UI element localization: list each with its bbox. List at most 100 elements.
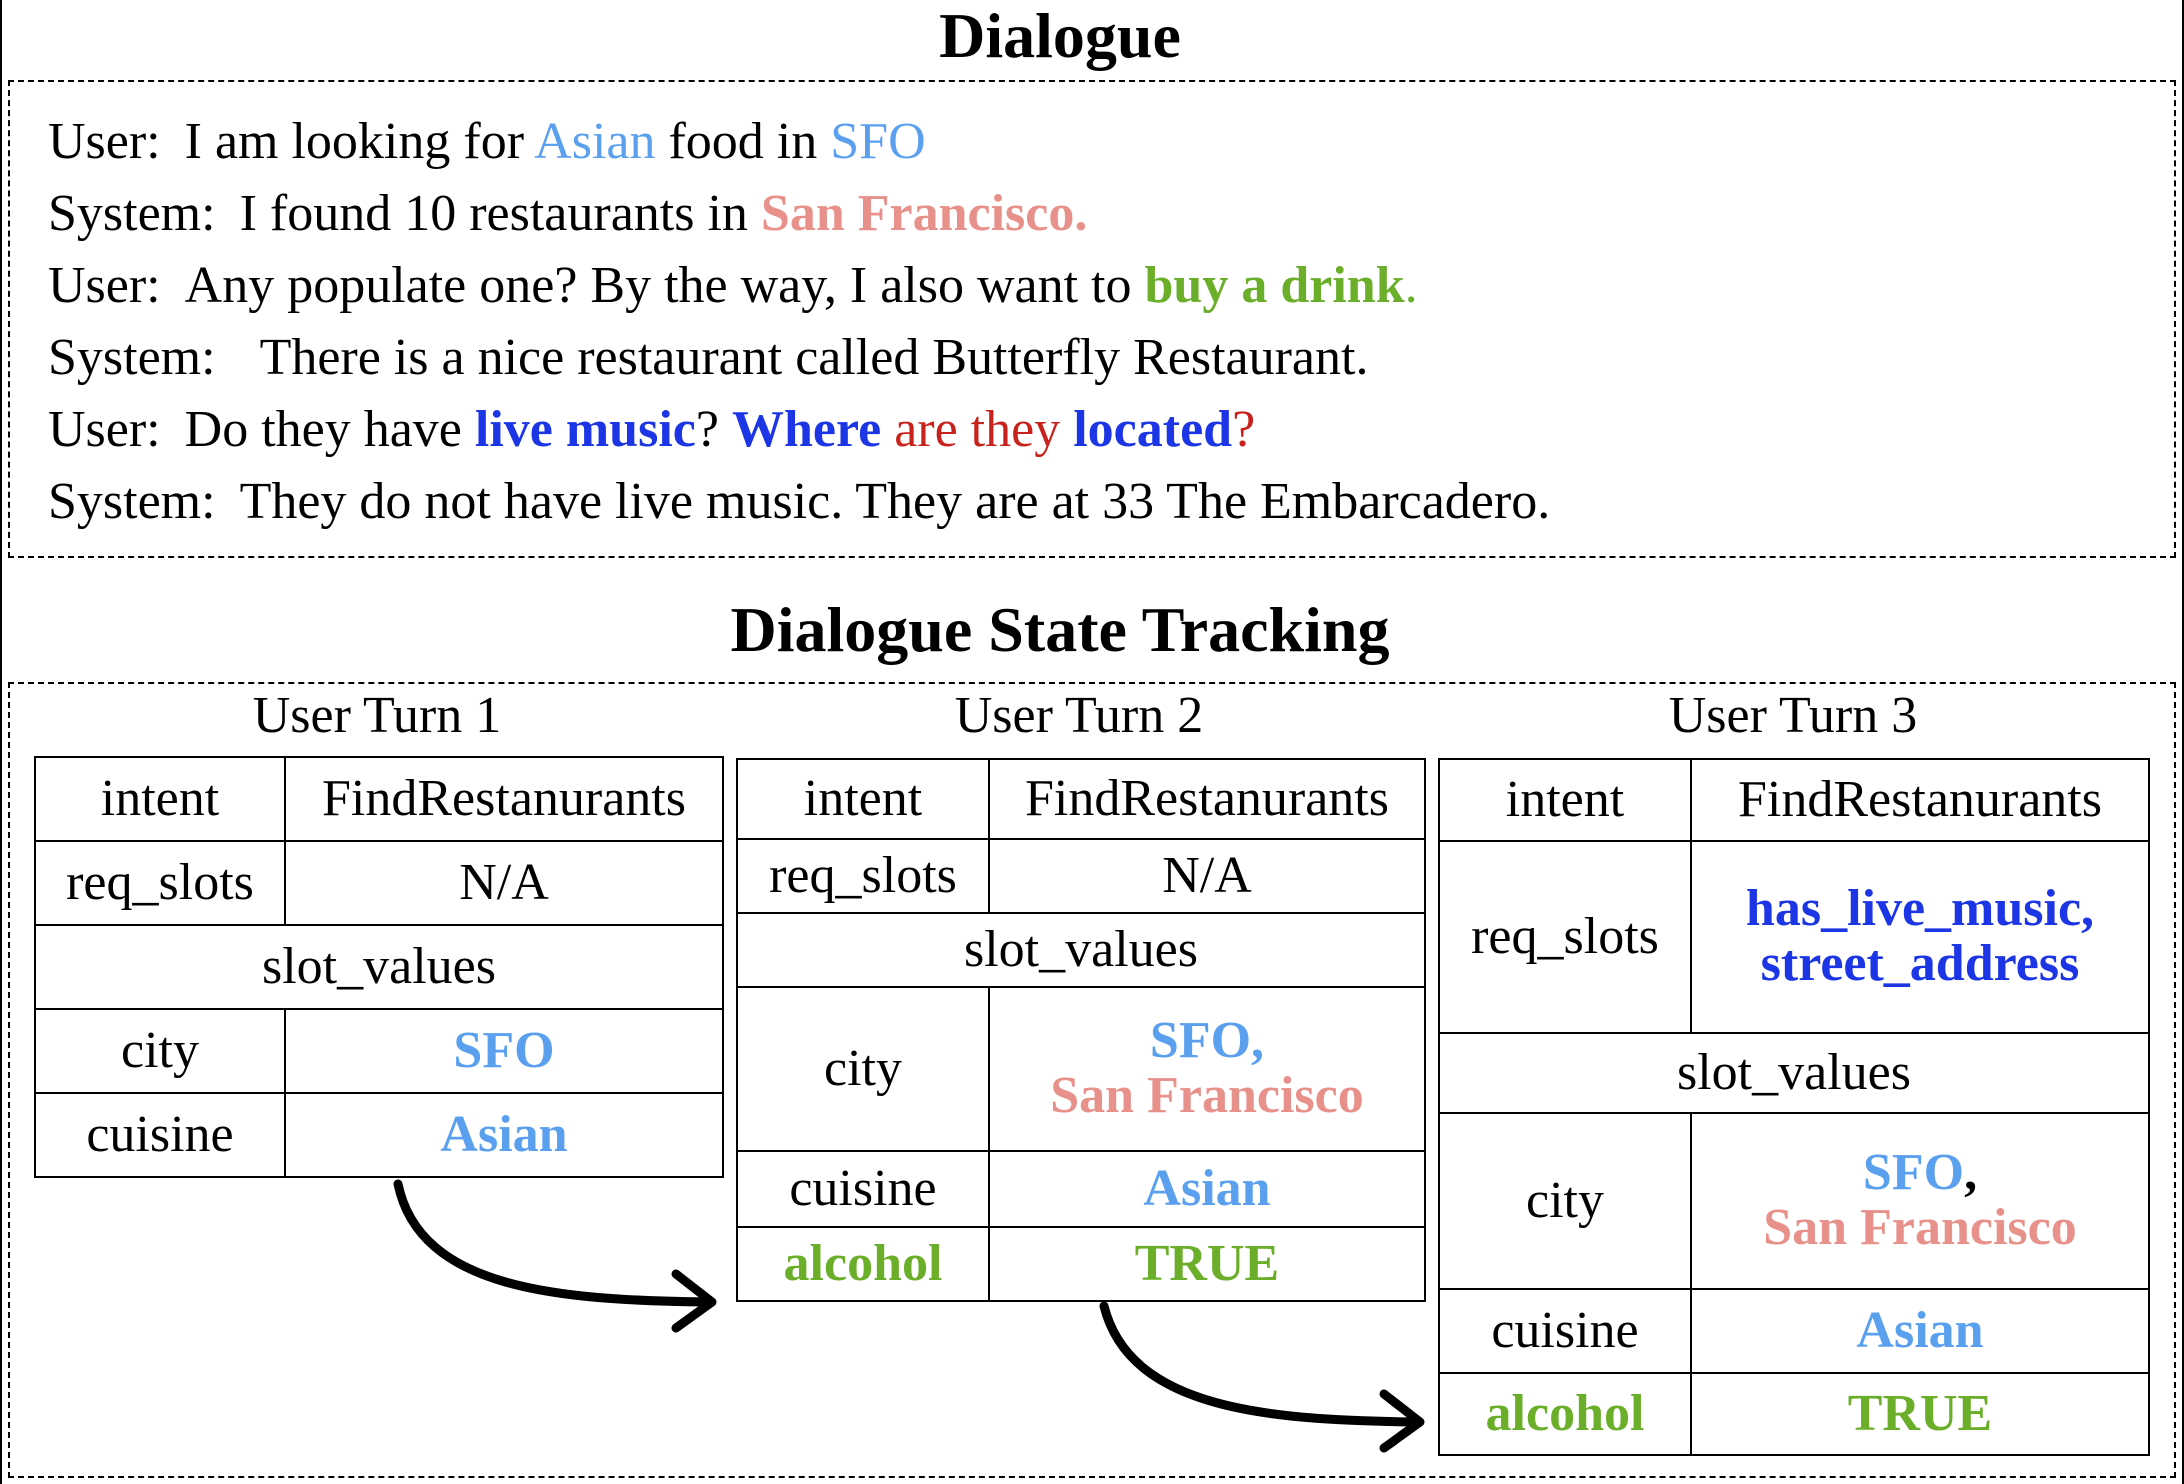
table-row: city SFO, San Francisco: [1438, 1112, 2150, 1290]
turn-label-1: User Turn 1: [252, 687, 502, 744]
key-city: city: [34, 1008, 286, 1094]
speaker-label: User:: [48, 113, 161, 170]
frame-left-edge: [0, 0, 2, 1484]
value-req-slots: has_live_music, street_address: [1690, 840, 2150, 1034]
highlighted-phrase: Asian: [534, 113, 656, 170]
utterance-text: I found 10 restaurants in San Francisco.: [240, 185, 1088, 242]
plain-phrase: I am looking for: [184, 113, 535, 170]
req-slot-street-address: street_address: [1760, 935, 2080, 992]
highlighted-phrase: SFO: [830, 113, 926, 170]
dialogue-line: System: There is a nice restaurant called…: [48, 332, 1368, 384]
key-alcohol: alcohol: [1438, 1372, 1692, 1456]
slot-values-header: slot_values: [1438, 1032, 2150, 1114]
key-req-slots: req_slots: [1438, 840, 1692, 1034]
value-req-slots: N/A: [284, 840, 724, 926]
highlighted-phrase: ?: [1232, 401, 1256, 458]
plain-phrase: They do not have live music. They are at…: [239, 473, 1551, 530]
value-city: SFO, San Francisco: [1690, 1112, 2150, 1290]
table-row: intent FindRestanurants: [736, 758, 1426, 840]
state-table-turn-3: intent FindRestanurants req_slots has_li…: [1438, 758, 2150, 1456]
table-row: slot_values: [736, 912, 1426, 988]
table-row: alcohol TRUE: [1438, 1372, 2150, 1456]
value-req-slots: N/A: [988, 838, 1426, 914]
key-intent: intent: [1438, 758, 1692, 842]
key-cuisine: cuisine: [34, 1092, 286, 1178]
highlighted-phrase: are they: [881, 401, 1074, 458]
plain-phrase: ?: [695, 401, 732, 458]
value-intent: FindRestanurants: [988, 758, 1426, 840]
state-table-turn-1: intent FindRestanurants req_slots N/A sl…: [34, 756, 724, 1178]
table-row: slot_values: [34, 924, 724, 1010]
slot-values-header: slot_values: [34, 924, 724, 1010]
dialogue-line: User: Do they have live music? Where are …: [48, 404, 1255, 456]
turn-label-3: User Turn 3: [1668, 687, 1918, 744]
speaker-label: System:: [48, 185, 216, 242]
state-table-turn-2: intent FindRestanurants req_slots N/A sl…: [736, 758, 1426, 1302]
key-intent: intent: [34, 756, 286, 842]
highlighted-phrase: buy a drink: [1144, 257, 1405, 314]
value-cuisine: Asian: [1690, 1288, 2150, 1374]
key-req-slots: req_slots: [34, 840, 286, 926]
turn-label-2: User Turn 2: [954, 687, 1204, 744]
utterance-text: Any populate one? By the way, I also wan…: [185, 257, 1418, 314]
plain-phrase: There is a nice restaurant called Butter…: [259, 329, 1369, 386]
speaker-label: System:: [48, 473, 216, 530]
utterance-text: I am looking for Asian food in SFO: [185, 113, 926, 170]
speaker-label: System:: [48, 329, 216, 386]
value-alcohol: TRUE: [988, 1226, 1426, 1302]
table-row: intent FindRestanurants: [1438, 758, 2150, 842]
plain-phrase: Any populate one? By the way, I also wan…: [184, 257, 1145, 314]
dialogue-line: System: I found 10 restaurants in San Fra…: [48, 188, 1087, 240]
speaker-label: User:: [48, 257, 161, 314]
key-alcohol: alcohol: [736, 1226, 990, 1302]
dst-title: Dialogue State Tracking: [730, 594, 1390, 665]
highlighted-phrase: live music: [474, 401, 696, 458]
dialogue-line: User: Any populate one? By the way, I als…: [48, 260, 1418, 312]
utterance-text: There is a nice restaurant called Butter…: [260, 329, 1369, 386]
table-row: req_slots N/A: [34, 840, 724, 926]
plain-phrase: I found 10 restaurants in: [239, 185, 761, 242]
highlighted-phrase: located: [1073, 401, 1233, 458]
utterance-text: They do not have live music. They are at…: [240, 473, 1551, 530]
city-sfo: SFO: [1862, 1144, 1965, 1202]
key-city: city: [1438, 1112, 1692, 1290]
req-slot-live-music: has_live_music,: [1745, 880, 2095, 938]
table-row: cuisine Asian: [736, 1150, 1426, 1228]
key-city: city: [736, 986, 990, 1152]
table-row: req_slots N/A: [736, 838, 1426, 914]
dialogue-title: Dialogue: [939, 0, 1181, 71]
dialogue-box: [8, 80, 2176, 558]
value-cuisine: Asian: [284, 1092, 724, 1178]
table-row: city SFO, San Francisco: [736, 986, 1426, 1152]
utterance-text: Do they have live music? Where are they …: [185, 401, 1256, 458]
highlighted-phrase: Where: [731, 401, 882, 458]
table-row: req_slots has_live_music, street_address: [1438, 840, 2150, 1034]
value-cuisine: Asian: [988, 1150, 1426, 1228]
value-intent: FindRestanurants: [1690, 758, 2150, 842]
table-row: slot_values: [1438, 1032, 2150, 1114]
city-san-francisco: San Francisco: [1763, 1199, 2077, 1256]
dialogue-line: User: I am looking for Asian food in SFO: [48, 116, 926, 168]
frame-right-edge: [2182, 0, 2184, 1484]
value-alcohol: TRUE: [1690, 1372, 2150, 1456]
city-sfo: SFO,: [1149, 1012, 1265, 1070]
table-row: cuisine Asian: [34, 1092, 724, 1178]
key-intent: intent: [736, 758, 990, 840]
dialogue-line: System: They do not have live music. They…: [48, 476, 1550, 528]
highlighted-phrase: .: [1404, 257, 1418, 314]
table-row: city SFO: [34, 1008, 724, 1094]
city-san-francisco: San Francisco: [1050, 1067, 1364, 1124]
key-req-slots: req_slots: [736, 838, 990, 914]
dst-box: [8, 682, 2176, 1478]
key-cuisine: cuisine: [736, 1150, 990, 1228]
slot-values-header: slot_values: [736, 912, 1426, 988]
table-row: alcohol TRUE: [736, 1226, 1426, 1302]
value-city: SFO: [284, 1008, 724, 1094]
plain-phrase: Do they have: [184, 401, 475, 458]
highlighted-phrase: San Francisco.: [760, 185, 1088, 242]
key-cuisine: cuisine: [1438, 1288, 1692, 1374]
value-city: SFO, San Francisco: [988, 986, 1426, 1152]
table-row: cuisine Asian: [1438, 1288, 2150, 1374]
speaker-label: User:: [48, 401, 161, 458]
value-intent: FindRestanurants: [284, 756, 724, 842]
